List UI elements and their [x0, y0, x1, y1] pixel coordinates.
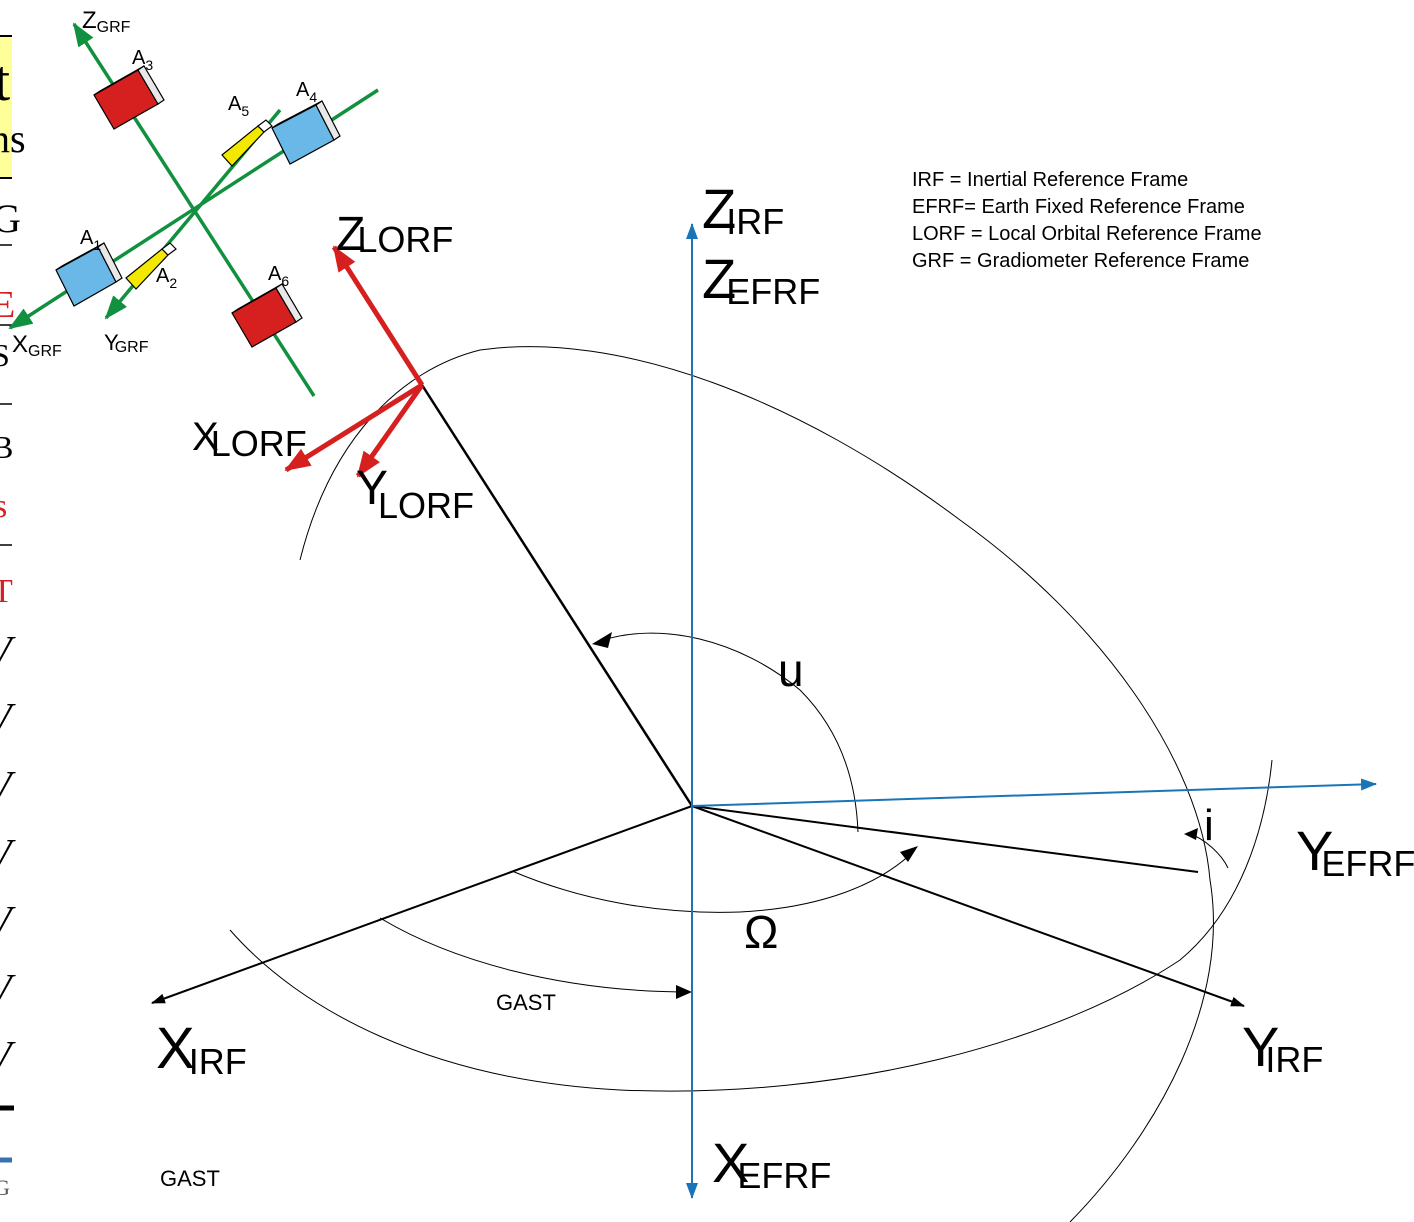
x-lorf-axis	[284, 382, 424, 473]
y-lorf-axis	[355, 383, 425, 478]
fragment-t-red: T	[0, 573, 13, 610]
legend: IRF = Inertial Reference Frame EFRF= Ear…	[912, 169, 1262, 272]
a3-label: A3	[132, 47, 153, 73]
accelerometer-a4	[271, 100, 341, 165]
gast-arrowhead	[676, 985, 692, 999]
angle-labels: u Ω i GAST GAST	[160, 644, 1214, 1191]
a4-label: A4	[296, 79, 317, 105]
fragment-t: t	[0, 48, 10, 113]
fragment-g-bottom: G	[0, 1175, 10, 1200]
efrf-axes	[686, 223, 1377, 1199]
accelerometer-a1	[55, 242, 123, 307]
fragment-b: B	[0, 429, 13, 465]
x-irf-label: XIRF	[156, 1016, 247, 1082]
z-grf-label: ZGRF	[82, 7, 131, 36]
gast-angle-arc	[379, 917, 691, 993]
legend-grf: GRF = Gradiometer Reference Frame	[912, 250, 1249, 272]
fragment-v: V	[0, 967, 16, 1013]
i-angle-label: i	[1204, 801, 1214, 850]
u-angle-arc	[596, 632, 859, 833]
irf-axes	[151, 384, 1245, 1007]
y-efrf-axis	[691, 778, 1377, 807]
x-lorf-label: XLORF	[192, 415, 307, 464]
x-irf-axis	[151, 805, 693, 1004]
accelerometer-a2	[125, 242, 177, 290]
fragment-v: V	[0, 899, 16, 945]
x-grf-label: XGRF	[12, 331, 62, 360]
omega-angle-label: Ω	[744, 906, 778, 958]
y-grf-label: YGRF	[104, 330, 149, 356]
omega-angle-arc	[511, 849, 916, 913]
a5-label: A5	[228, 93, 249, 119]
omega-arrowhead	[900, 846, 918, 862]
fragment-ns: ns	[0, 116, 26, 161]
grf-assembly	[8, 22, 379, 397]
highlight-box	[0, 36, 12, 178]
accelerometer-a3	[93, 65, 165, 130]
fragment-s: S	[0, 337, 10, 373]
u-angle-label: u	[778, 644, 804, 696]
z-lorf-axis	[331, 245, 425, 387]
legend-irf: IRF = Inertial Reference Frame	[912, 169, 1188, 191]
angle-arrowheads	[592, 632, 1198, 999]
u-arrowhead	[592, 632, 612, 648]
equator-arc	[229, 759, 1273, 1092]
axis-labels: ZIRF ZEFRF YEFRF XIRF YIRF XEFRF ZLORF X…	[12, 7, 1414, 1196]
a2-label: A2	[156, 265, 177, 291]
accelerometer-labels: A1 A2 A3 A4 A5 A6	[80, 47, 317, 291]
x-efrf-label: XEFRF	[712, 1131, 831, 1196]
fragment-e: E	[0, 284, 15, 326]
accelerometer-a6	[231, 283, 303, 348]
orbit-ellipse-arc	[299, 346, 1214, 1222]
z-irf-label: ZIRF	[702, 177, 784, 242]
i-arrowhead	[1184, 828, 1198, 840]
node-line	[691, 805, 1199, 873]
gast-footnote-label: GAST	[160, 1166, 220, 1191]
fragment-g: G	[0, 196, 21, 241]
y-irf-label: YIRF	[1242, 1015, 1323, 1080]
z-lorf-label: ZLORF	[336, 208, 453, 261]
y-irf-axis	[691, 805, 1245, 1007]
fragment-v: V	[0, 696, 16, 742]
gast-angle-label: GAST	[496, 990, 556, 1015]
y-efrf-label: YEFRF	[1296, 819, 1414, 884]
z-efrf-label: ZEFRF	[702, 247, 820, 312]
fragment-v: V	[0, 1034, 16, 1080]
left-page-fragment: t ns G E S B s T V V V V V V V G	[0, 35, 26, 1200]
legend-efrf: EFRF= Earth Fixed Reference Frame	[912, 196, 1245, 218]
accelerometer-a5	[221, 119, 273, 167]
fragment-v: V	[0, 764, 16, 810]
a1-label: A1	[80, 227, 101, 253]
legend-lorf: LORF = Local Orbital Reference Frame	[912, 223, 1262, 245]
a6-label: A6	[268, 263, 289, 289]
satellite-radius-line	[420, 384, 694, 807]
fragment-v: V	[0, 629, 16, 675]
orbit-arcs	[229, 346, 1273, 1222]
y-lorf-label: YLORF	[356, 462, 474, 526]
fragment-v: V	[0, 832, 16, 878]
lorf-axes	[284, 245, 425, 478]
fragment-s-red: s	[0, 488, 7, 525]
